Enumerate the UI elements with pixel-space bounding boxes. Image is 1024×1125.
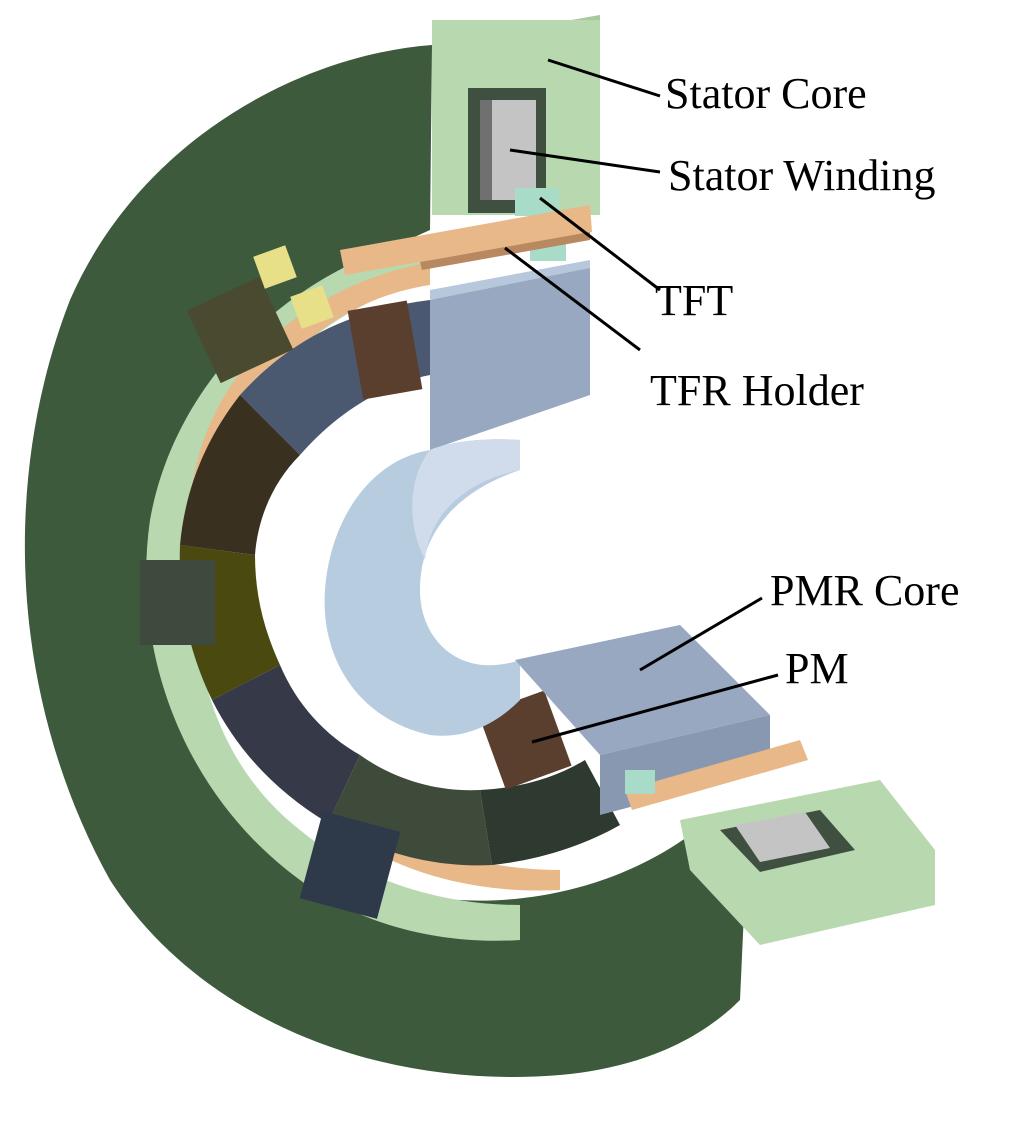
label-tft: TFT (655, 276, 733, 325)
tfr-holder-bar-top (340, 205, 592, 275)
tft-bottom (625, 770, 655, 794)
stator-winding-bottom (735, 812, 830, 862)
leader-stator-winding (509, 148, 661, 174)
label-pmr-core: PMR Core (770, 566, 959, 615)
leader-pmr-core (639, 596, 763, 672)
tft-yellow-2 (290, 285, 334, 329)
pm-outer-block-3 (299, 811, 401, 919)
pm-outer-block-1 (186, 276, 294, 384)
label-stator-core: Stator Core (665, 69, 867, 118)
label-tfr-holder: TFR Holder (650, 366, 864, 415)
pmr-core-top-edge (430, 260, 590, 300)
tfr-holder-bar-bottom (625, 740, 808, 810)
tfr-holder-bar-top-dark (420, 232, 590, 270)
stator-winding-top-shadow (480, 100, 492, 200)
label-stator-winding: Stator Winding (668, 151, 936, 200)
leader-pm (531, 673, 779, 744)
stator-core-bottom (680, 780, 935, 945)
pm-outer-block-2 (140, 560, 215, 645)
pm-block-top (347, 300, 423, 400)
tft-yellow-1 (253, 245, 297, 289)
rotor-bore (324, 439, 520, 736)
leader-stator-core (547, 58, 661, 98)
tft-top (515, 188, 559, 216)
pmr-core-bottom-block (515, 625, 770, 755)
label-pm: PM (785, 644, 849, 693)
pmr-core-top-block (430, 262, 590, 450)
leader-tft (539, 196, 661, 292)
leader-tfr-holder (504, 246, 641, 352)
rotor-bore-shade (412, 439, 520, 560)
